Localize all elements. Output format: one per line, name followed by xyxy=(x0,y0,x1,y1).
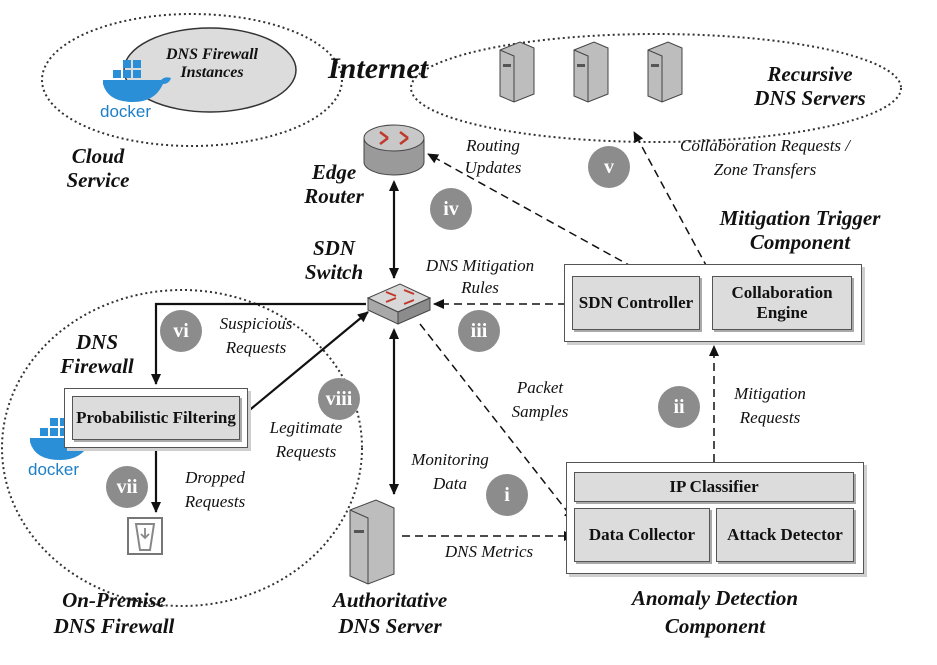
suspicious-requests-label-line1: Suspicious xyxy=(219,314,293,333)
authoritative-label-line2: DNS Server xyxy=(338,614,442,638)
sdn-switch-label-line2: Switch xyxy=(304,260,364,284)
anomaly-detection-title-line2: Component xyxy=(664,614,766,638)
dropped-requests-label-line2: Requests xyxy=(184,492,246,511)
router-icon xyxy=(363,124,425,176)
sdn-switch-label-line1: SDN xyxy=(312,236,355,260)
trash-bin-icon xyxy=(127,517,163,555)
dns-firewall-label-line2: Firewall xyxy=(60,354,134,378)
step-iii-badge: iii xyxy=(458,310,500,352)
step-ii-badge: ii xyxy=(658,386,700,428)
authoritative-label-line1: Authoritative xyxy=(332,588,448,612)
cloud-service-label-line1: Cloud xyxy=(71,144,125,168)
recursive-label-line1: Recursive xyxy=(767,62,853,86)
suspicious-requests-label-line2: Requests xyxy=(225,338,287,357)
attack-detector-box: Attack Detector xyxy=(716,508,854,562)
packet-samples-label-line2: Samples xyxy=(511,402,569,421)
mitigation-trigger-title-line2: Component xyxy=(749,230,851,254)
suspicious-requests-arrow xyxy=(151,302,366,385)
mitigation-requests-label-line1: Mitigation xyxy=(734,384,806,403)
authoritative-server-icon xyxy=(349,499,395,585)
mitigation-trigger-title-line1: Mitigation Trigger xyxy=(719,206,881,230)
attack-detector-label: Attack Detector xyxy=(727,525,843,545)
legitimate-requests-label-line2: Requests xyxy=(275,442,337,461)
legitimate-requests-label-line1: Legitimate xyxy=(269,418,343,437)
docker-logo-text: docker xyxy=(100,102,152,121)
step-viii-badge: viii xyxy=(318,378,360,420)
monitoring-data-label-line1: Monitoring xyxy=(411,450,489,469)
dns-mitigation-rules-label-line1: DNS Mitigation xyxy=(425,256,535,275)
collaboration-engine-label: Collaboration Engine xyxy=(731,283,833,322)
data-collector-box: Data Collector xyxy=(574,508,710,562)
edge-router-label-line1: Edge xyxy=(311,160,357,184)
on-premise-ellipse xyxy=(1,289,363,607)
recursive-server-icon xyxy=(499,41,535,103)
packet-samples-arrow xyxy=(419,323,575,521)
routing-updates-arrow xyxy=(427,153,657,281)
ip-classifier-label: IP Classifier xyxy=(669,477,759,497)
packet-samples-label-line1: Packet xyxy=(516,378,564,397)
collaboration-requests-arrow xyxy=(633,131,715,281)
sdn-controller-box: SDN Controller xyxy=(572,276,700,330)
docker-logo-text: docker xyxy=(28,460,80,479)
sdn-controller-label: SDN Controller xyxy=(578,293,694,313)
recursive-server-icon xyxy=(573,41,609,103)
routing-updates-label-line2: Updates xyxy=(464,158,522,177)
collaboration-engine-box: Collaboration Engine xyxy=(712,276,852,330)
step-iv-badge: iv xyxy=(430,188,472,230)
cloud-service-label-line2: Service xyxy=(66,168,130,192)
collaboration-requests-label-line2: Zone Transfers xyxy=(713,160,817,179)
legitimate-requests-arrow xyxy=(245,311,369,414)
probabilistic-filtering-inner: Probabilistic Filtering xyxy=(72,396,240,440)
probabilistic-filtering-label: Probabilistic Filtering xyxy=(76,408,236,428)
mitigation-requests-label-line2: Requests xyxy=(739,408,801,427)
dns-firewall-instances-label: DNS Firewall Instances xyxy=(165,46,258,82)
step-v-badge: v xyxy=(588,146,630,188)
collaboration-requests-label-line1: Collaboration Requests / xyxy=(680,136,850,155)
docker-whale-icon xyxy=(103,60,171,102)
dns-firewall-label-line1: DNS xyxy=(75,330,118,354)
recursive-label-line2: DNS Servers xyxy=(754,86,866,110)
anomaly-detection-title-line1: Anomaly Detection xyxy=(631,586,799,610)
step-i-badge: i xyxy=(486,474,528,516)
on-premise-label-line1: On-Premise xyxy=(62,588,166,612)
dns-metrics-label: DNS Metrics xyxy=(444,542,534,561)
on-premise-label-line2: DNS Firewall xyxy=(53,614,175,638)
step-vi-badge: vi xyxy=(160,310,202,352)
step-vii-badge: vii xyxy=(106,466,148,508)
dns-mitigation-rules-label-line2: Rules xyxy=(461,278,499,297)
monitoring-data-label-line2: Data xyxy=(433,474,467,493)
ip-classifier-box: IP Classifier xyxy=(574,472,854,502)
routing-updates-label-line1: Routing xyxy=(466,136,520,155)
recursive-server-icon xyxy=(647,41,683,103)
data-collector-label: Data Collector xyxy=(588,525,696,545)
dropped-requests-label-line1: Dropped xyxy=(185,468,245,487)
sdn-switch-icon xyxy=(366,283,432,325)
edge-router-label-line2: Router xyxy=(304,184,364,208)
internet-label: Internet xyxy=(328,52,429,85)
